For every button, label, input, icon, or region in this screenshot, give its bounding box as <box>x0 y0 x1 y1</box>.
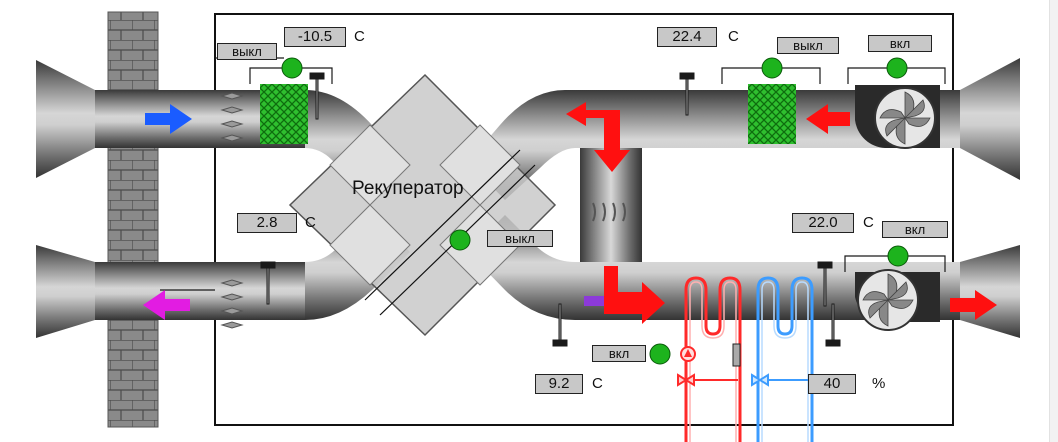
extract-filter-lamp[interactable] <box>761 57 783 79</box>
recuperator-state[interactable]: выкл <box>487 230 553 247</box>
outdoor-temp-unit: C <box>354 28 365 45</box>
after-recuperator-temp-value: 9.2 <box>535 374 583 394</box>
outer-wall <box>107 11 159 428</box>
extract-temp-value: 22.4 <box>657 27 717 47</box>
heating-pump-icon <box>680 346 696 362</box>
bypass-flow-marks <box>592 202 626 222</box>
extract-arrow-icon <box>806 104 850 134</box>
cooling-coil <box>756 276 814 442</box>
supply-bypass-arrow-icon <box>604 266 665 324</box>
intake-damper-lamp[interactable] <box>281 57 303 79</box>
exhaust-grille <box>220 279 244 329</box>
intake-damper-state[interactable]: выкл <box>217 43 277 60</box>
scrollbar[interactable] <box>1049 0 1058 442</box>
extract-filter-state[interactable]: выкл <box>777 37 839 54</box>
recuperator-lamp[interactable] <box>449 229 471 251</box>
exhaust-arrow-icon <box>143 290 190 320</box>
after-recuperator-temp-unit: C <box>592 375 603 392</box>
output-percent-unit: % <box>872 375 886 392</box>
extract-temp-unit: C <box>728 28 739 45</box>
extract-fan-icon <box>855 85 940 149</box>
recuperator-title: Рекуператор <box>352 178 464 199</box>
supply-fan-state[interactable]: вкл <box>882 221 948 238</box>
intake-grille <box>220 92 244 142</box>
cooling-valve-icon <box>751 373 808 387</box>
extract-fan-lamp[interactable] <box>886 57 908 79</box>
heating-valve-icon <box>677 373 738 387</box>
heater-pump-state[interactable]: вкл <box>592 345 646 362</box>
extract-fan-state[interactable]: вкл <box>868 35 932 52</box>
extract-filter <box>748 84 796 144</box>
supply-fan-icon <box>855 269 940 331</box>
output-percent-value: 40 <box>808 374 856 394</box>
supply-fan-lamp[interactable] <box>887 245 909 267</box>
temp-probe-icons <box>260 72 841 347</box>
heating-coil <box>684 276 742 442</box>
intake-filter <box>260 84 308 144</box>
heater-pump-lamp[interactable] <box>649 343 671 365</box>
exhaust-temp-value: 2.8 <box>237 213 297 233</box>
supply-out-arrow-icon <box>950 290 997 320</box>
intake-arrow-icon <box>145 104 192 134</box>
outdoor-temp-value: -10.5 <box>284 27 346 47</box>
bypass-damper-strip <box>584 296 614 306</box>
supply-temp-value: 22.0 <box>792 213 854 233</box>
recuperator-core <box>288 73 557 337</box>
bypass-arrow-icon <box>566 102 650 172</box>
heating-sensor-box <box>732 343 741 367</box>
exhaust-temp-unit: C <box>305 214 316 231</box>
supply-temp-unit: C <box>863 214 874 231</box>
